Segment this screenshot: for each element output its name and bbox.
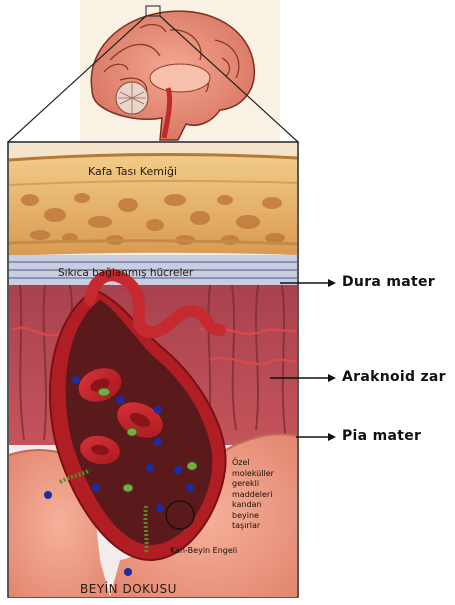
special-molecules-line-1: Özel: [232, 458, 292, 469]
skull-bone-layer: [9, 143, 297, 256]
special-molecules-label: Özel moleküller gerekli maddeleri kandan…: [232, 458, 292, 532]
special-molecules-line-5: kandan: [232, 500, 292, 511]
blood-brain-barrier-label: Kan-Beyin Engeli: [170, 546, 237, 557]
tight-cells-label: Sıkıca bağlanmış hücreler: [58, 268, 193, 279]
special-molecules-line-7: taşırlar: [232, 521, 292, 532]
dura-mater-label: Dura mater: [342, 275, 435, 289]
brain-tissue-label: BEYİN DOKUSU: [80, 583, 177, 595]
special-molecules-line-3: gerekli: [232, 479, 292, 490]
special-molecules-line-4: maddeleri: [232, 490, 292, 501]
special-molecules-line-2: moleküller: [232, 469, 292, 480]
special-molecules-line-6: beyine: [232, 511, 292, 522]
pia-mater-label: Pia mater: [342, 429, 421, 443]
skull-bone-label: Kafa Tası Kemiği: [88, 166, 177, 177]
arachnoid-label: Araknoid zar: [342, 370, 446, 384]
